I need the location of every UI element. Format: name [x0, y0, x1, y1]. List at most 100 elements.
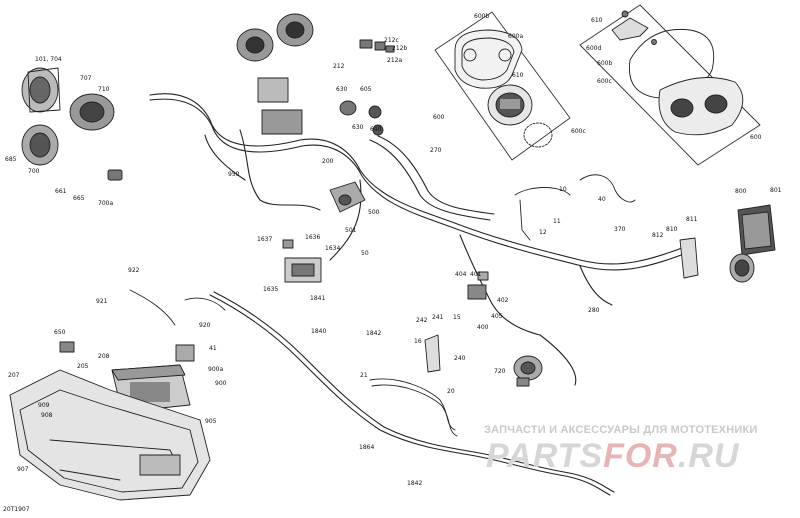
watermark-logo-part1: PARTS: [486, 437, 604, 475]
callout-810: 810: [666, 226, 678, 233]
callout-600b-right: 600b: [597, 60, 613, 67]
bracket-240: [424, 334, 441, 373]
callout-811: 811: [686, 216, 698, 223]
callout-600c-right: 600c: [597, 78, 612, 85]
callout-1636: 1636: [305, 234, 321, 241]
dash-bracket-600d: [611, 10, 657, 45]
light-810: [729, 253, 755, 283]
watermark-text: ЗАПЧАСТИ И АКСЕССУАРЫ ДЛЯ МОТОТЕХНИКИ: [484, 424, 758, 436]
gauge-panel-inset-2: [579, 4, 761, 166]
callout-909: 909: [38, 402, 50, 409]
callout-200: 200: [322, 158, 334, 165]
module-1635: [282, 239, 322, 283]
control-module-800: [737, 204, 776, 256]
callout-600b: 600b: [474, 13, 490, 20]
callout-630: 630: [336, 86, 348, 93]
callout-600d: 600d: [586, 45, 602, 52]
callout-800: 800: [735, 188, 747, 195]
dash-cover-600c: [628, 28, 715, 99]
callout-212a: 212a: [387, 57, 403, 64]
callout-41: 41: [209, 345, 217, 352]
callout-400: 400: [477, 324, 489, 331]
callout-1842-lower: 1842: [407, 480, 423, 487]
callout-610: 610: [512, 72, 524, 79]
callout-605: 605: [360, 86, 372, 93]
bracket-811: [679, 237, 699, 279]
dash-bezel-600: [658, 77, 744, 136]
callout-710: 710: [98, 86, 110, 93]
callout-1635: 1635: [263, 286, 279, 293]
callout-205: 205: [77, 363, 89, 370]
cable-20-21: [369, 378, 458, 437]
callout-920: 920: [199, 322, 211, 329]
horn-720: [513, 355, 543, 387]
throttle-body: [236, 13, 314, 135]
callout-685: 685: [5, 156, 17, 163]
callout-600c: 600c: [571, 128, 586, 135]
callout-208: 208: [98, 353, 110, 360]
callout-212c: 212c: [384, 37, 399, 44]
holder-41: [175, 344, 195, 362]
callout-661: 661: [55, 188, 67, 195]
callout-404: 404: [455, 271, 467, 278]
gauge-bezel-600a: [454, 29, 523, 89]
callout-20: 20: [447, 388, 455, 395]
callout-500: 500: [368, 209, 380, 216]
callout-900a: 900a: [208, 366, 224, 373]
callout-700: 700: [28, 168, 40, 175]
callout-370: 370: [614, 226, 626, 233]
regulator-710: [69, 93, 115, 131]
harness-270: [369, 135, 495, 221]
callout-405: 405: [491, 313, 503, 320]
starter-motor: [21, 67, 61, 113]
callout-1842: 1842: [366, 330, 382, 337]
callout-50: 50: [361, 250, 369, 257]
callout-905: 905: [205, 418, 217, 425]
callout-640: 640: [370, 126, 382, 133]
callout-630-lower: 630: [352, 124, 364, 131]
callout-600a: 600a: [508, 33, 524, 40]
callout-15: 15: [453, 314, 461, 321]
callout-907: 907: [17, 466, 29, 473]
callout-801: 801: [770, 187, 782, 194]
callout-212b: 212b: [392, 45, 408, 52]
callout-900: 900: [215, 380, 227, 387]
callout-1634: 1634: [325, 245, 341, 252]
cable-920-922: [129, 289, 226, 326]
harness-10-40: [514, 174, 636, 241]
callout-950: 950: [228, 171, 240, 178]
callout-922: 922: [128, 267, 140, 274]
ecu-700: [21, 124, 59, 166]
gauge-display-610: [487, 84, 533, 126]
callout-401: 401: [470, 271, 482, 278]
callout-402: 402: [497, 297, 509, 304]
callout-1637: 1637: [257, 236, 273, 243]
module-500: [329, 181, 366, 213]
connector-650: [59, 341, 75, 353]
callout-921: 921: [96, 298, 108, 305]
battery-tray-905: [9, 369, 211, 501]
watermark-logo-part2: FOR: [603, 437, 678, 475]
callout-240: 240: [454, 355, 466, 362]
callout-207: 207: [8, 372, 20, 379]
callout-1841: 1841: [310, 295, 326, 302]
callout-212: 212: [333, 63, 345, 70]
callout-21: 21: [360, 372, 368, 379]
callout-700a: 700a: [98, 200, 114, 207]
callout-12: 12: [539, 229, 547, 236]
callout-665: 665: [73, 195, 85, 202]
callout-600-right: 600: [750, 134, 762, 141]
callout-908: 908: [41, 412, 53, 419]
connector-700a: [107, 169, 123, 181]
callout-600: 600: [433, 114, 445, 121]
callout-241: 241: [432, 314, 444, 321]
watermark-logo: PARTSFOR.RU: [486, 437, 739, 476]
callout-812: 812: [652, 232, 664, 239]
callout-11: 11: [553, 218, 561, 225]
callout-242: 242: [416, 317, 428, 324]
callout-501: 501: [345, 227, 357, 234]
watermark-logo-part3: .RU: [677, 437, 740, 475]
callout-40: 40: [598, 196, 606, 203]
